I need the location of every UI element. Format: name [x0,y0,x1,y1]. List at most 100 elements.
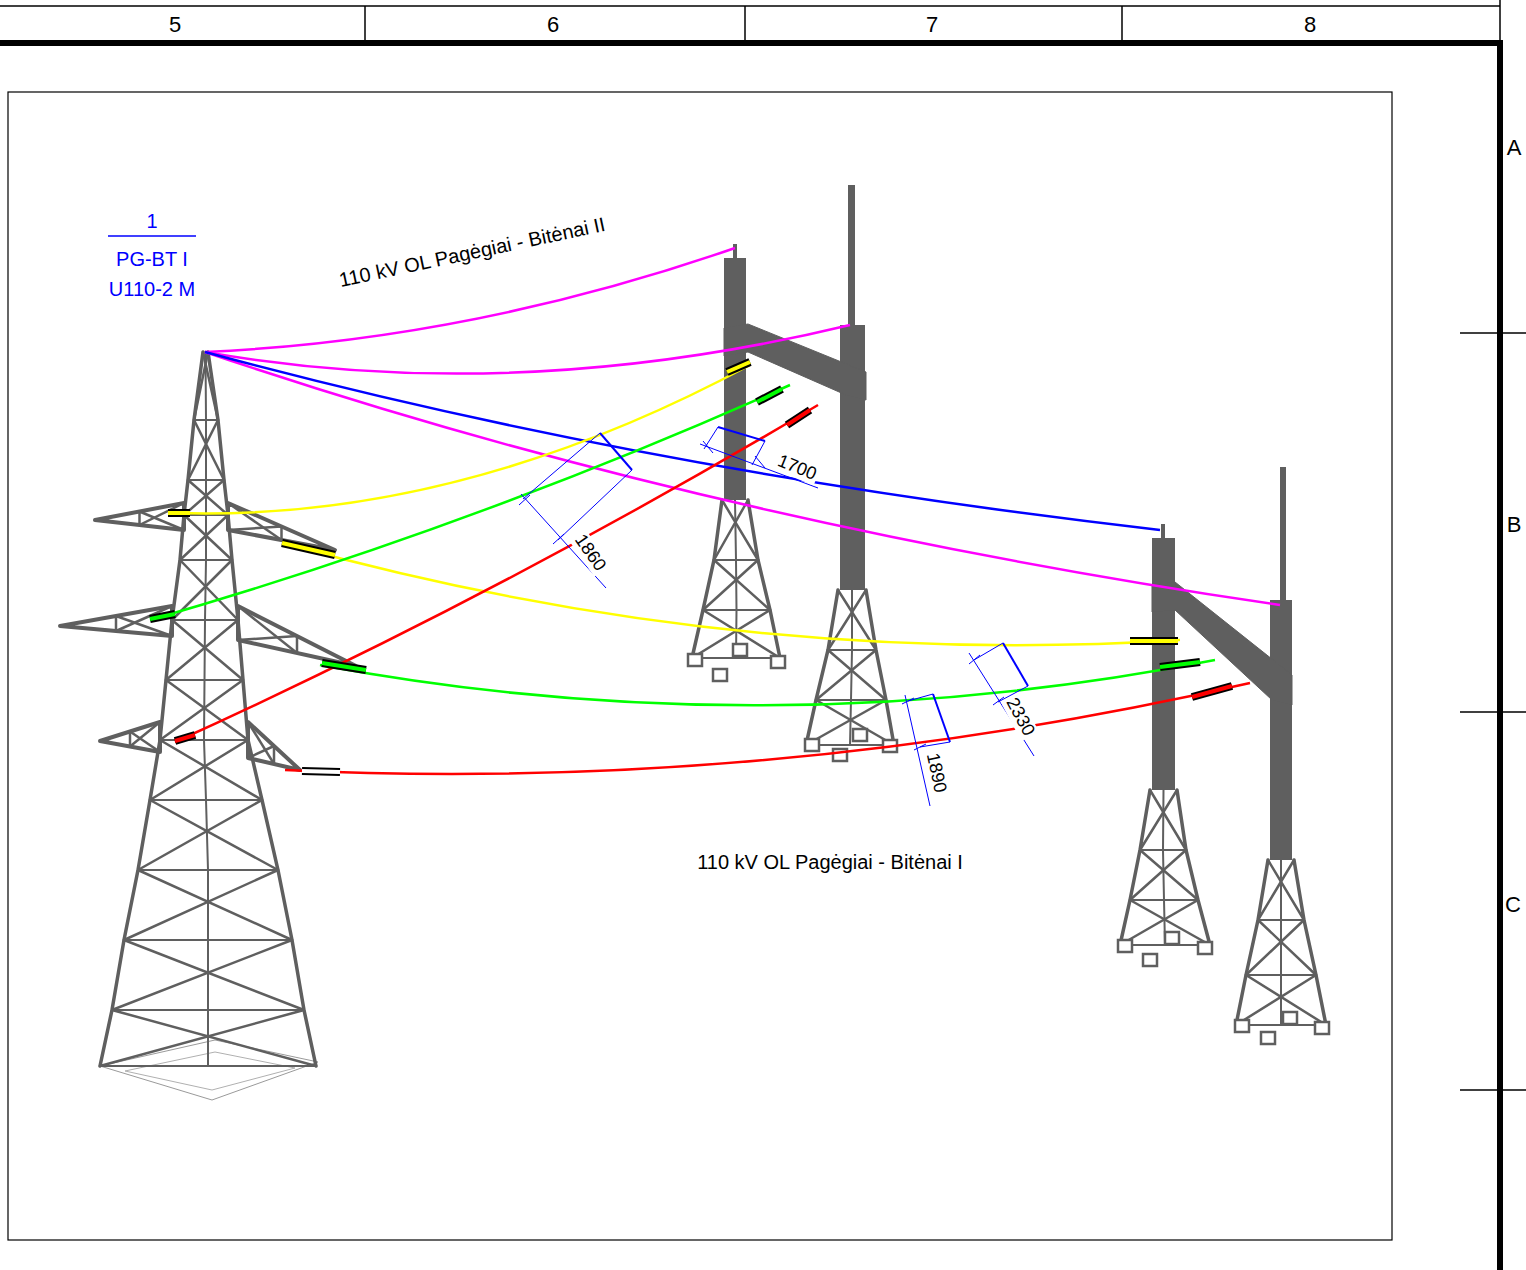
grid-column-number: 6 [547,13,559,37]
tower-brace [184,515,232,560]
tower-brace [703,609,770,611]
tower-brace [1150,790,1186,850]
tower-feet [805,729,897,761]
tower-brace [112,940,292,1010]
tower-foot [771,656,785,668]
tower-brace [180,560,238,620]
dimension-lines [519,427,1034,806]
tower-brace [1130,900,1210,945]
grid-column-number: 8 [1304,13,1316,37]
tower-brace [828,650,886,700]
tower-brace [1130,850,1186,900]
cross-arm [238,606,356,666]
grid-column-number: 5 [169,13,181,37]
tower-brace [714,560,770,610]
line-name: 110 kV OL Pagėgiai - Bitėnai I [695,851,965,873]
tower-brace [112,1010,316,1066]
tower-foot [1315,1022,1329,1034]
tower-foot [853,729,867,741]
tower-brace [150,740,248,800]
tower-brace [150,800,278,870]
tower-leg [806,590,838,745]
tower-brace [180,559,232,561]
tower-brace [1246,974,1316,976]
arm-brace [238,636,297,640]
arm-brace [130,732,160,753]
tower-leg [1294,860,1326,1025]
tower-brace [124,870,278,940]
cross-arm [248,722,300,770]
tower-brace [138,800,262,870]
towers [60,185,1329,1100]
line-code: PG-BT I [116,248,188,270]
grid-column-number: 7 [926,13,938,37]
tower-brace [166,620,238,680]
tower-feet [1235,1012,1329,1044]
tower-brace [816,700,894,745]
tower-feet [1118,932,1212,966]
arm-brace [248,746,274,758]
tower-brace [188,480,228,515]
portal-pole [1270,600,1292,860]
tower-brace [138,869,278,871]
tower-brace [160,739,248,741]
tower-foot [1165,932,1179,944]
tower-brace [180,515,228,560]
tower-foot [688,654,702,666]
tower-brace [1258,919,1304,921]
grid-row-letter: A [1507,136,1522,160]
tower-foot [733,644,747,656]
tower-brace [112,1009,304,1011]
tower-leg [208,352,316,1066]
tower-foot [1118,940,1132,952]
tower-foot [1143,954,1157,966]
foundation-grid [125,1052,295,1090]
arm-brace [238,606,297,653]
arm-brace [296,636,299,653]
dimension: 1890 [922,749,951,796]
arm-brace [138,512,141,526]
lightning-mast [1280,467,1286,605]
grid-row-letter: B [1507,513,1522,537]
portal-lattice [1120,790,1210,945]
arm-brace [273,746,276,764]
arm-brace [228,527,282,531]
tower-brace [692,657,780,659]
arm-brace [228,503,282,540]
arm-brace [129,732,132,747]
lattice-tower [100,352,316,1066]
tower-brace [722,500,758,560]
portal-pole [724,258,746,500]
tower-type: U110-2 M [109,278,195,300]
portal-peak [733,244,737,260]
tower-leg [1236,860,1268,1025]
portal-lattice [1236,860,1326,1025]
line-name: 110 kV OL Pagėgiai - Bitėnai II [335,213,609,292]
tower-feet [688,644,785,681]
tower-brace [1236,975,1316,1025]
tower-brace [100,1010,304,1066]
grid-row-letter: C [1505,893,1521,917]
portal-peak [1161,524,1165,540]
lightning-mast [848,185,855,330]
tower-brace [1120,900,1198,945]
tower-brace [138,870,292,940]
tower-foot [1235,1020,1249,1032]
tower-foot [713,669,727,681]
tower-foot [1283,1012,1297,1024]
tower-brace [172,620,243,680]
tower-brace [1140,790,1177,850]
tower-brace [1246,975,1326,1025]
dimension: 1700 [773,451,821,486]
tower-leg [692,500,722,658]
tower-leg [100,352,203,1066]
tower-brace [1258,920,1316,975]
tower-brace [166,679,243,681]
tower-brace [166,680,248,740]
tower-brace [188,420,218,480]
tower-number: 1 [146,210,157,232]
tower-brace [194,419,218,421]
